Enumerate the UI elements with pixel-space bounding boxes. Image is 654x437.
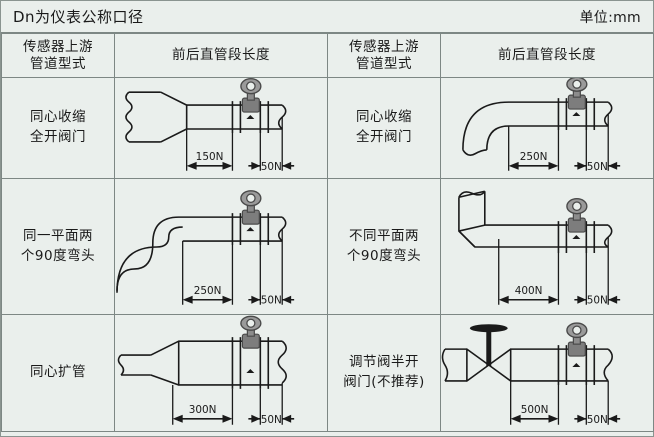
header-line-2: 管道型式: [356, 55, 412, 72]
page-title: Dn为仪表公称口径: [13, 8, 144, 26]
label-line-1: 同一平面两: [23, 227, 93, 244]
label-line-1: 同心扩管: [30, 364, 86, 381]
installation-table: 传感器上游 管道型式 前后直管段长度 传感器上游 管道型式 前后直管段长度 同心…: [1, 33, 654, 432]
unit-label: 单位:mm: [579, 9, 641, 26]
label-line-2: 阀门(不推荐): [343, 374, 425, 390]
row-2-left-label: 同一平面两 个90度弯头: [1, 178, 115, 315]
diagram-single-elbow: 250N 50N: [441, 78, 653, 178]
row-2-left-diagram: 250N 50N: [114, 178, 328, 315]
label-line-1: 同心收缩: [30, 109, 86, 126]
row-1-right-label: 同心收缩 全开阀门: [327, 77, 441, 179]
row-1-left-label: 同心收缩 全开阀门: [1, 77, 115, 179]
column-header-pipe-type-left: 传感器上游 管道型式: [1, 33, 115, 78]
upstream-length-label: 150N: [196, 151, 224, 163]
table-header-row: 传感器上游 管道型式 前后直管段长度 传感器上游 管道型式 前后直管段长度: [1, 33, 654, 78]
table-row: 同心扩管: [1, 314, 654, 432]
label-line-2: 全开阀门: [30, 129, 86, 145]
downstream-length-label: 50N: [587, 414, 608, 426]
label-line-2: 个90度弯头: [20, 247, 96, 264]
label-line-1: 不同平面两: [349, 227, 419, 244]
table-row: 同一平面两 个90度弯头: [1, 178, 654, 315]
row-2-right-label: 不同平面两 个90度弯头: [327, 178, 441, 315]
diagram-two-elbows-same-plane: 250N 50N: [115, 179, 327, 314]
downstream-length-label: 50N: [261, 161, 282, 173]
row-1-right-diagram: 250N 50N: [440, 77, 654, 179]
label-line-2: 个90度弯头: [346, 247, 422, 264]
row-3-left-diagram: 300N 50N: [114, 314, 328, 432]
flow-meter-icon: [240, 315, 262, 373]
diagram-concentric-reducer: 150N 50N: [115, 78, 327, 178]
table-row: 同心收缩 全开阀门: [1, 77, 654, 179]
row-3-right-diagram: 500N 50N: [440, 314, 654, 432]
column-header-straight-length-right: 前后直管段长度: [440, 33, 654, 78]
row-3-right-label: 调节阀半开 阀门(不推荐): [327, 314, 441, 432]
flow-meter-icon: [566, 78, 588, 117]
downstream-length-label: 50N: [261, 295, 282, 307]
flow-meter-icon: [566, 322, 588, 368]
diagram-concentric-expander: 300N 50N: [115, 315, 327, 431]
column-header-pipe-type-right: 传感器上游 管道型式: [327, 33, 441, 78]
label-line-1: 同心收缩: [356, 109, 412, 126]
title-bar: Dn为仪表公称口径 单位:mm: [1, 1, 653, 33]
upstream-length-label: 400N: [515, 285, 543, 297]
label-line-1: 调节阀半开: [349, 354, 419, 371]
row-1-left-diagram: 150N 50N: [114, 77, 328, 179]
column-header-straight-length-left: 前后直管段长度: [114, 33, 328, 78]
handwheel-icon: [469, 324, 508, 333]
row-2-right-diagram: 400N 50N: [440, 178, 654, 315]
downstream-length-label: 50N: [261, 414, 282, 426]
flow-meter-icon: [566, 198, 588, 240]
upstream-length-label: 300N: [189, 404, 217, 416]
row-3-left-label: 同心扩管: [1, 314, 115, 432]
diagram-two-elbows-diff-plane: 400N 50N: [441, 179, 653, 314]
header-line-1: 传感器上游: [23, 38, 93, 55]
upstream-length-label: 250N: [194, 285, 222, 297]
header-line-2: 管道型式: [30, 55, 86, 72]
upstream-length-label: 500N: [521, 404, 549, 416]
downstream-length-label: 50N: [587, 295, 608, 307]
flow-meter-icon: [240, 78, 262, 120]
header-line-1: 传感器上游: [349, 38, 419, 55]
upstream-length-label: 250N: [520, 151, 548, 163]
downstream-length-label: 50N: [587, 161, 608, 173]
label-line-2: 全开阀门: [356, 129, 412, 145]
flow-meter-icon: [240, 190, 262, 232]
diagram-control-valve-half-open: 500N 50N: [441, 315, 653, 431]
